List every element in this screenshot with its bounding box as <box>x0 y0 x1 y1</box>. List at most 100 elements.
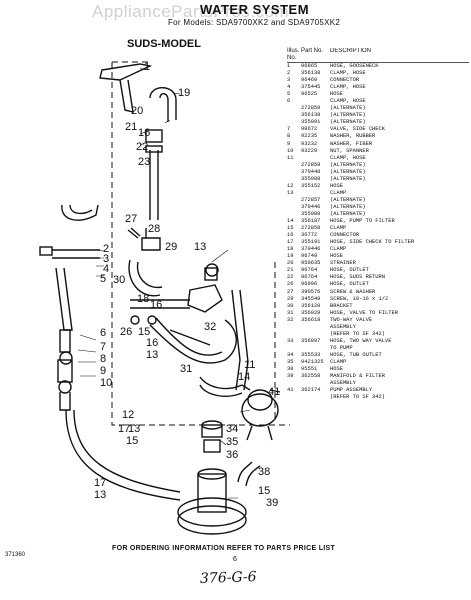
cell-description: (ALTERNATE) <box>330 175 366 182</box>
table-row: ASSEMBLY <box>287 324 469 331</box>
callout-labels: 1 19 20 16 22 23 21 27 28 29 13 2 3 4 5 … <box>94 61 280 509</box>
section-title: SUDS-MODEL <box>127 38 201 50</box>
callout: 12 <box>122 409 134 421</box>
callout: 11 <box>244 359 255 371</box>
cell-part-number: 92235 <box>301 133 318 140</box>
cell-part-number <box>301 190 330 197</box>
cell-description: BRACKET <box>330 302 353 309</box>
cell-item: 16 <box>287 232 294 239</box>
suds-return-hose <box>149 150 159 220</box>
callout: 21 <box>125 121 137 133</box>
cell-item: 34 <box>287 351 294 358</box>
cell-description: HOSE, SIDE CHECK TO FILTER <box>330 239 415 246</box>
cell-item: 35 <box>287 358 294 365</box>
watermark: AppliancePartsPros.com <box>92 2 290 21</box>
cell-part-number: 96764 <box>301 267 318 274</box>
page-number: 6 <box>233 556 237 563</box>
cell-part-number: 356138 <box>301 112 321 119</box>
callout: 18 <box>137 293 149 305</box>
cell-part-number: 356097 <box>301 337 321 344</box>
cell-description: HOSE, TWO WAY VALVE <box>330 337 392 344</box>
cell-item: 32 <box>287 316 294 323</box>
cell-part-number <box>301 394 330 401</box>
hose-two-way-valve-to-pump <box>199 376 243 397</box>
parts-list-header: Illus. No. Part No. DESCRIPTION <box>287 48 469 63</box>
cell-part-number: 96525 <box>301 91 318 98</box>
cell-part-number: 950635 <box>301 260 321 267</box>
cell-description: TWO-WAY VALVE <box>330 316 373 323</box>
cell-part-number: 355152 <box>301 182 321 189</box>
callout: 28 <box>148 223 160 235</box>
callout: 15 <box>138 326 150 338</box>
cell-description: CLAMP <box>330 246 347 253</box>
cell-item: 22 <box>287 274 294 281</box>
callout: 17 <box>94 477 106 489</box>
cell-part-number: 356120 <box>301 302 321 309</box>
cell-part-number: 356618 <box>301 316 321 323</box>
cell-part-number: 93229 <box>301 147 318 154</box>
cell-item: 2 <box>287 70 291 77</box>
table-row: ASSEMBLY <box>287 380 469 387</box>
cell-description: CLAMP, HOSE <box>330 70 366 77</box>
cell-part-number <box>301 155 330 162</box>
handwritten-note: 376-G-6 <box>199 569 257 587</box>
callout: 8 <box>100 353 106 365</box>
cell-item: 11 <box>287 154 294 161</box>
cell-item: 1 <box>287 63 291 69</box>
cell-item: 21 <box>287 267 294 274</box>
cell-item: 15 <box>287 225 294 232</box>
callout: 9 <box>100 365 106 377</box>
cell-description: HOSE <box>330 182 343 189</box>
callout: 5 <box>100 273 106 285</box>
table-row: 32 356618 TWO-WAY VALVE <box>287 317 469 324</box>
callout: 3 <box>103 253 109 265</box>
table-row: 272857(ALTERNATE) <box>287 197 469 204</box>
cell-description: ASSEMBLY <box>330 380 356 387</box>
cell-part-number: 370448 <box>301 168 321 175</box>
cell-description: ASSEMBLY <box>330 323 356 330</box>
cell-description: HOSE, VALVE TO FILTER <box>330 309 398 316</box>
callout: 1 <box>144 61 150 73</box>
cell-item: 39 <box>287 373 294 380</box>
callout: 2 <box>103 243 109 255</box>
cell-part-number: 272859 <box>301 105 321 112</box>
cell-item: 9 <box>287 140 291 147</box>
callout: 20 <box>131 105 143 117</box>
gooseneck-hose <box>99 63 153 81</box>
cell-item: 4 <box>287 84 291 91</box>
cell-part-number <box>301 380 330 387</box>
cell-description: HOSE, GOOSENECK <box>330 63 379 69</box>
cell-item <box>287 211 301 218</box>
callout: 14 <box>238 371 250 383</box>
callout: 10 <box>100 377 112 389</box>
cell-description: HOSE, TUB OUTLET <box>330 351 382 358</box>
cell-description: SCREW, 10-16 x 1/2 <box>330 295 389 302</box>
callout: 16 <box>146 337 158 349</box>
cell-description: (ALTERNATE) <box>330 112 366 119</box>
cell-item: 8 <box>287 133 291 140</box>
cell-part-number: 356187 <box>301 218 321 225</box>
cell-part-number: 362558 <box>301 373 321 380</box>
cell-item: 3 <box>287 77 291 84</box>
callout: 32 <box>204 321 216 333</box>
table-row: (REFER TO SF 342) <box>287 331 469 338</box>
cell-description: CLAMP <box>330 358 347 365</box>
cell-part-number: 36772 <box>301 232 318 239</box>
cell-description: (ALTERNATE) <box>330 105 366 112</box>
cell-description: NUT, SPANNER <box>330 147 369 154</box>
cell-part-number: 355088 <box>301 175 321 182</box>
cell-part-number: 375445 <box>301 84 321 91</box>
